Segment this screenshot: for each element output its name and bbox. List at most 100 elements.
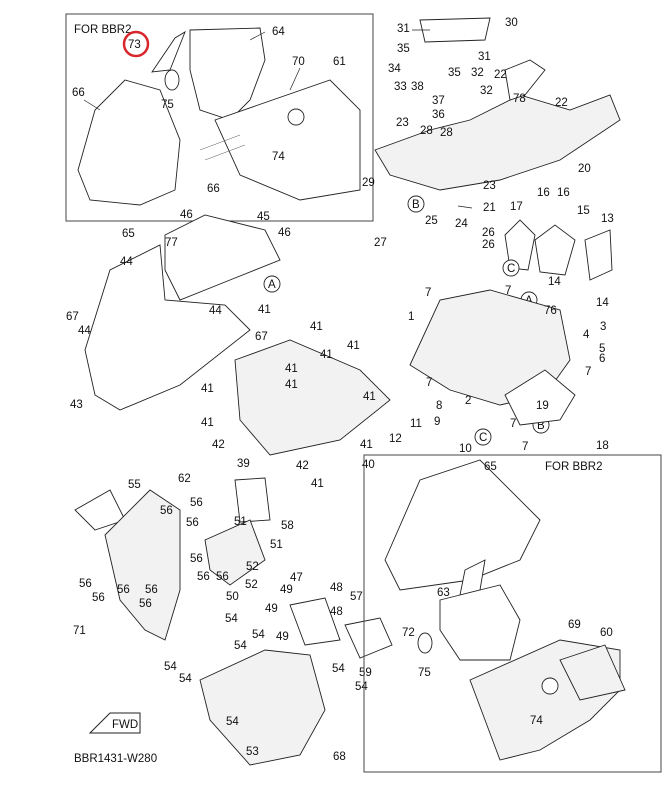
svg-text:59: 59 xyxy=(359,667,372,679)
part-19-shape xyxy=(504,369,576,426)
svg-text:27: 27 xyxy=(374,237,387,249)
svg-text:24: 24 xyxy=(455,218,468,230)
svg-text:68: 68 xyxy=(333,751,346,763)
part-70-shape xyxy=(214,79,361,201)
svg-text:7: 7 xyxy=(505,285,511,297)
svg-text:41: 41 xyxy=(320,349,333,361)
part-58-shape xyxy=(234,477,271,523)
svg-text:56: 56 xyxy=(139,598,152,610)
svg-text:67: 67 xyxy=(66,311,79,323)
svg-text:B: B xyxy=(537,420,545,432)
svg-text:56: 56 xyxy=(79,578,92,590)
svg-text:7: 7 xyxy=(425,287,431,299)
svg-text:56: 56 xyxy=(186,517,199,529)
svg-text:44: 44 xyxy=(209,305,222,317)
part-60-shape xyxy=(559,644,626,701)
svg-text:76: 76 xyxy=(544,305,557,317)
marker-c-1: C xyxy=(502,259,520,277)
svg-text:32: 32 xyxy=(471,67,484,79)
svg-text:72: 72 xyxy=(402,627,415,639)
svg-text:50: 50 xyxy=(226,591,239,603)
svg-text:7: 7 xyxy=(510,418,516,430)
svg-text:7: 7 xyxy=(585,366,591,378)
svg-text:56: 56 xyxy=(92,592,105,604)
svg-text:22: 22 xyxy=(494,69,507,81)
part-74-shape xyxy=(287,108,305,126)
svg-text:31: 31 xyxy=(478,51,491,63)
part-57-shape xyxy=(344,617,393,659)
part-13-shape xyxy=(584,229,613,281)
svg-text:A: A xyxy=(268,279,276,291)
svg-text:51: 51 xyxy=(234,516,247,528)
svg-text:30: 30 xyxy=(505,17,518,29)
svg-text:10: 10 xyxy=(459,443,472,455)
svg-text:11: 11 xyxy=(410,418,422,430)
svg-text:44: 44 xyxy=(78,325,91,337)
svg-text:75: 75 xyxy=(161,99,174,111)
fwd-label: FWD xyxy=(112,719,138,731)
part-75-inset-shape xyxy=(417,632,433,654)
svg-text:33: 33 xyxy=(394,81,407,93)
svg-text:C: C xyxy=(507,263,515,275)
svg-text:56: 56 xyxy=(197,571,210,583)
svg-text:61: 61 xyxy=(333,56,346,68)
svg-text:54: 54 xyxy=(164,661,177,673)
svg-text:6: 6 xyxy=(599,353,605,365)
svg-text:60: 60 xyxy=(600,627,613,639)
svg-text:3: 3 xyxy=(600,321,606,333)
part-45-shape xyxy=(164,214,281,301)
svg-text:58: 58 xyxy=(281,520,294,532)
callout-73[interactable]: 73 xyxy=(128,39,141,51)
svg-text:55: 55 xyxy=(128,479,141,491)
svg-text:54: 54 xyxy=(225,613,238,625)
part-75-shape xyxy=(164,69,180,91)
svg-text:56: 56 xyxy=(117,584,130,596)
inset-box-bottom-right xyxy=(363,454,662,773)
svg-text:7: 7 xyxy=(522,441,528,453)
svg-text:56: 56 xyxy=(190,497,203,509)
svg-text:16: 16 xyxy=(537,187,550,199)
svg-text:41: 41 xyxy=(363,391,376,403)
svg-text:14: 14 xyxy=(596,297,609,309)
svg-text:19: 19 xyxy=(536,400,549,412)
svg-text:56: 56 xyxy=(145,584,158,596)
svg-text:38: 38 xyxy=(411,81,424,93)
svg-text:45: 45 xyxy=(257,211,270,223)
svg-text:12: 12 xyxy=(389,433,402,445)
svg-text:70: 70 xyxy=(292,56,305,68)
svg-text:51: 51 xyxy=(270,539,283,551)
svg-text:46: 46 xyxy=(278,227,291,239)
part-66-shape xyxy=(77,79,181,206)
svg-text:64: 64 xyxy=(272,26,285,38)
part-30-shape xyxy=(419,17,491,43)
svg-text:14: 14 xyxy=(548,276,561,288)
svg-text:43: 43 xyxy=(70,399,83,411)
svg-text:54: 54 xyxy=(355,681,368,693)
svg-text:41: 41 xyxy=(311,478,324,490)
svg-text:54: 54 xyxy=(179,673,192,685)
inset-label-bottom: FOR BBR2 xyxy=(545,461,603,473)
svg-text:74: 74 xyxy=(530,715,543,727)
svg-text:17: 17 xyxy=(510,201,523,213)
svg-text:75: 75 xyxy=(418,667,431,679)
svg-text:15: 15 xyxy=(577,205,590,217)
svg-text:47: 47 xyxy=(290,572,303,584)
svg-text:67: 67 xyxy=(255,331,268,343)
svg-text:21: 21 xyxy=(483,202,496,214)
svg-text:77: 77 xyxy=(165,237,178,249)
svg-text:54: 54 xyxy=(234,640,247,652)
svg-text:41: 41 xyxy=(201,383,214,395)
svg-text:9: 9 xyxy=(434,416,440,428)
svg-text:54: 54 xyxy=(252,629,265,641)
svg-text:56: 56 xyxy=(160,505,173,517)
svg-text:26: 26 xyxy=(482,227,495,239)
svg-text:69: 69 xyxy=(568,619,581,631)
part-39-shape xyxy=(234,339,391,456)
svg-text:49: 49 xyxy=(276,631,289,643)
svg-text:23: 23 xyxy=(483,180,496,192)
svg-text:74: 74 xyxy=(272,151,285,163)
svg-text:16: 16 xyxy=(557,187,570,199)
svg-text:39: 39 xyxy=(237,458,250,470)
svg-text:56: 56 xyxy=(216,571,229,583)
